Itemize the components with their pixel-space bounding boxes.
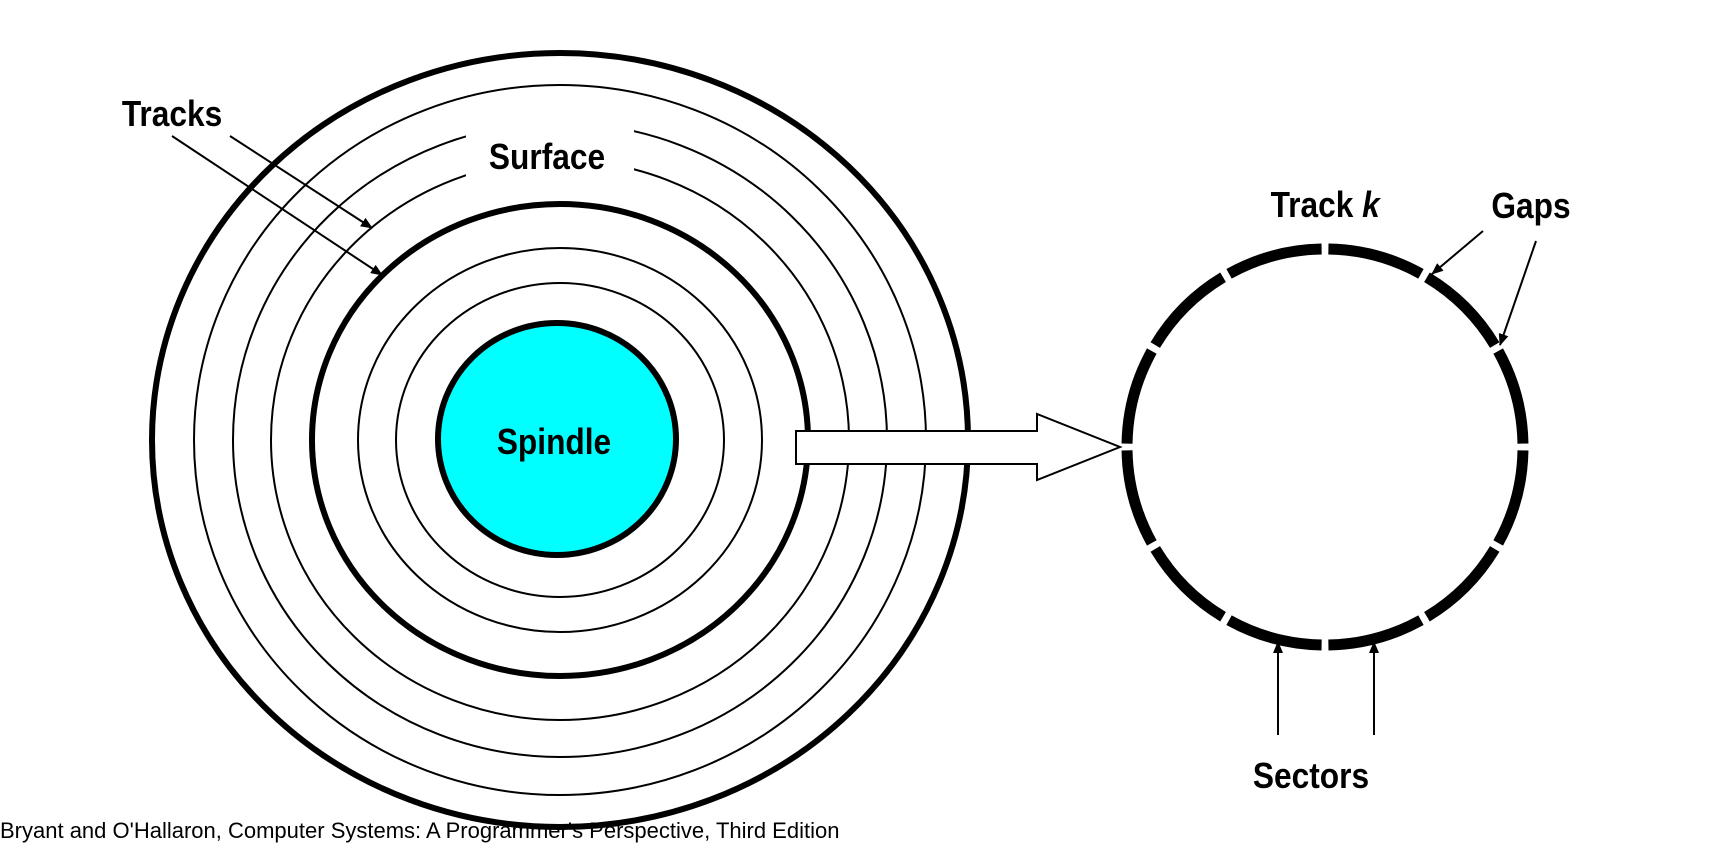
tracks-arrow-2 bbox=[171, 135, 383, 276]
track-ring bbox=[357, 247, 763, 633]
tracks-arrow-1 bbox=[229, 135, 373, 229]
surface-label: Surface bbox=[489, 137, 605, 177]
track-ring bbox=[395, 282, 725, 598]
track-k-label-variable: k bbox=[1362, 185, 1382, 225]
tracks-label: Tracks bbox=[122, 94, 222, 134]
source-caption: Bryant and O'Hallaron, Computer Systems:… bbox=[0, 818, 840, 843]
gaps-arrow-2 bbox=[1498, 240, 1537, 346]
gaps-arrow-1 bbox=[1431, 230, 1484, 275]
track-k-label: Track k bbox=[1271, 185, 1382, 225]
spindle-label: Spindle bbox=[497, 422, 611, 462]
magnify-arrow bbox=[795, 412, 1123, 482]
spindle bbox=[435, 320, 679, 558]
sectors-label: Sectors bbox=[1253, 756, 1369, 796]
track-k-label-prefix: Track bbox=[1271, 185, 1363, 225]
surface-label-mask bbox=[466, 122, 634, 192]
gaps-label: Gaps bbox=[1491, 186, 1570, 226]
track-k-sectors bbox=[1121, 243, 1529, 651]
